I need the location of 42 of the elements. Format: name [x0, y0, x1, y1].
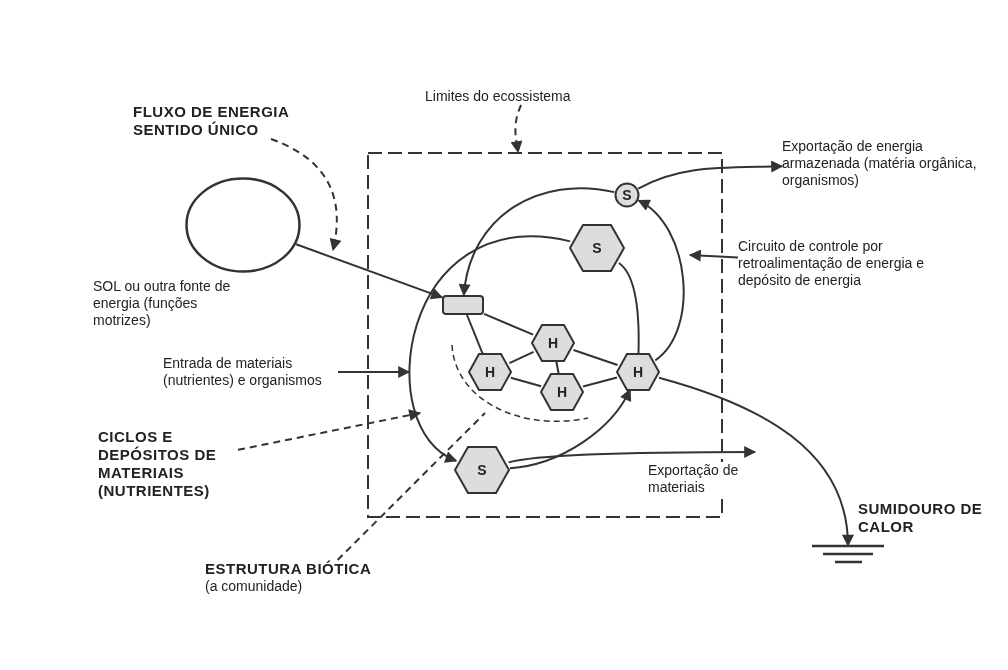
connector-line — [466, 314, 484, 356]
connector-line — [555, 360, 560, 375]
callout-text: Entrada de materiais (nutrientes) e organismos — [163, 355, 338, 389]
connector-line — [572, 349, 619, 366]
arrow — [459, 187, 616, 297]
sun-circle — [185, 177, 301, 273]
callout-text: ESTRUTURA BIÓTICA — [205, 560, 373, 578]
callout-text: Circuito de controle por retroalimentação de energia e depósito de energia — [738, 238, 953, 289]
arrow — [637, 199, 685, 362]
callout-text: CICLOS E DEPÓSITOS DE MATERIAIS (NUTRIENTES) — [98, 428, 238, 500]
arrow — [337, 366, 411, 378]
connector-line — [509, 376, 543, 388]
connector-line — [483, 312, 535, 336]
arrow — [508, 388, 632, 470]
connector-line — [582, 376, 618, 388]
callout-text: Limites do ecossistema — [425, 88, 625, 105]
consumer-hexagon: H — [531, 324, 575, 362]
callout-text: Exportação de energia armazenada (matéria orgânica, organismos) — [782, 138, 977, 189]
leader-line — [336, 412, 486, 561]
consumer-hexagon: H — [540, 373, 584, 411]
storage-hexagon: S — [454, 446, 510, 494]
arrow — [295, 243, 444, 300]
arrow — [688, 249, 739, 262]
storage-hexagon: S — [569, 224, 625, 272]
callout-text: (a comunidade) — [205, 578, 304, 595]
arrow — [507, 446, 757, 464]
storage-circle: S — [614, 182, 640, 208]
connector-line — [617, 262, 640, 354]
arrow — [658, 376, 854, 547]
arrow — [637, 160, 784, 190]
consumer-hexagon: H — [468, 353, 512, 391]
arrow — [408, 235, 572, 462]
leader-line — [270, 138, 341, 252]
producer-box — [442, 295, 484, 315]
ecosystem-boundary — [367, 152, 723, 518]
consumer-hexagon: H — [616, 353, 660, 391]
node-caption: SOL ou outra fonte de energia (funções motrizes) — [93, 278, 232, 329]
callout-text: FLUXO DE ENERGIA SENTIDO ÚNICO — [133, 103, 308, 139]
connector-line — [508, 350, 535, 365]
arrow — [510, 104, 523, 154]
heat-sink-label: SUMIDOURO DE CALOR — [858, 500, 984, 536]
leader-line — [237, 409, 422, 451]
